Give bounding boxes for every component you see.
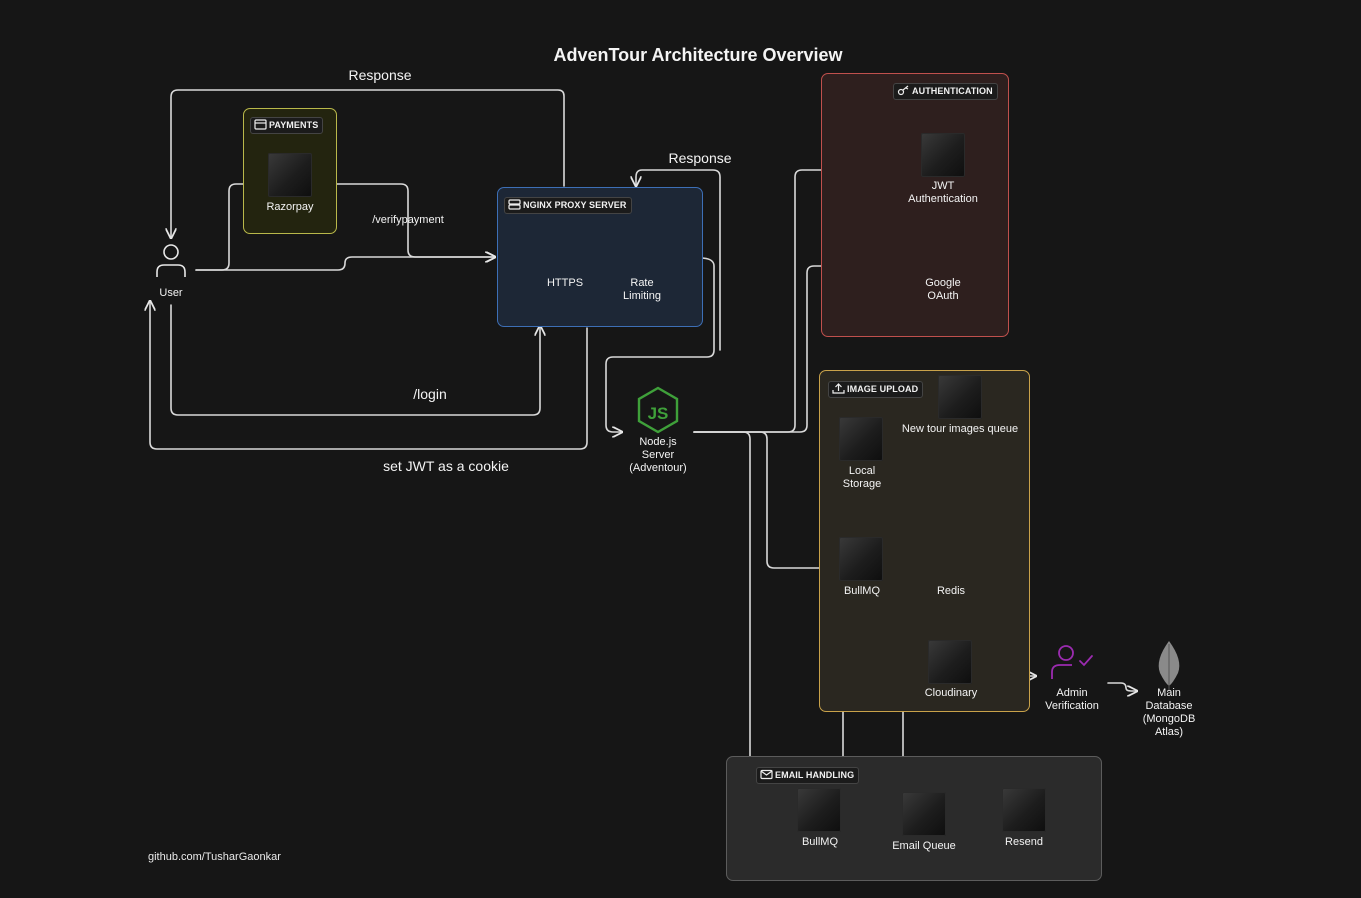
edge-node-google xyxy=(693,266,918,433)
email-queue-label: Email Queue xyxy=(892,840,956,852)
edge-admin-db xyxy=(1107,682,1137,691)
nodejs-label: Node.js Server (Adventour) xyxy=(629,436,687,474)
upload-icon xyxy=(832,383,845,394)
response-nginx-label: Response xyxy=(668,150,732,166)
image-upload-tag: IMAGE UPLOAD xyxy=(828,381,924,398)
authentication-tag: AUTHENTICATION xyxy=(893,83,998,100)
local-storage-icon xyxy=(839,417,883,461)
page-title: AdvenTour Architecture Overview xyxy=(553,45,843,65)
edge-set-jwt xyxy=(150,301,588,450)
bullmq-upload-label: BullMQ xyxy=(843,585,881,597)
set-jwt-label: set JWT as a cookie xyxy=(383,458,509,474)
jwt-icon xyxy=(921,133,965,177)
google-oauth-label: Google OAuth xyxy=(925,277,961,302)
main-database-label: Main Database (MongoDB Atlas) xyxy=(1142,687,1196,738)
bullmq-upload-icon xyxy=(839,537,883,581)
cloudinary-label: Cloudinary xyxy=(924,687,978,699)
razorpay-icon xyxy=(268,153,312,197)
edge-user-nginx xyxy=(195,257,495,271)
email-queue-icon xyxy=(902,792,946,836)
local-storage-label: Local Storage xyxy=(842,465,882,490)
edge-response-nginx xyxy=(605,257,715,432)
response-top-label: Response xyxy=(348,67,412,83)
key-icon xyxy=(897,85,909,96)
new-tour-queue-icon xyxy=(938,375,982,419)
new-tour-queue-label: New tour images queue xyxy=(901,423,1019,435)
user-label: User xyxy=(159,287,183,299)
resend-icon xyxy=(1002,788,1046,832)
svg-text:JS: JS xyxy=(648,404,669,423)
edge-login xyxy=(170,304,540,416)
nodejs-icon: JS xyxy=(637,386,679,434)
edge-node-bullmq-upload xyxy=(693,431,836,568)
bullmq-email-label: BullMQ xyxy=(801,836,839,848)
bullmq-email-icon xyxy=(797,788,841,832)
https-label: HTTPS xyxy=(546,277,584,289)
email-handling-tag: EMAIL HANDLING xyxy=(756,767,860,784)
payments-tag: PAYMENTS xyxy=(250,117,324,134)
verify-payment-label: /verifypayment xyxy=(372,214,444,226)
admin-verification-label: Admin Verification xyxy=(1045,687,1099,712)
github-link[interactable]: github.com/TusharGaonkar xyxy=(148,851,281,863)
cloudinary-icon xyxy=(928,640,972,684)
nginx-tag: NGINX PROXY SERVER xyxy=(504,197,632,214)
resend-label: Resend xyxy=(1005,836,1043,848)
server-icon xyxy=(508,199,521,210)
credit-card-icon xyxy=(254,119,267,130)
mongodb-leaf-icon xyxy=(1158,641,1180,690)
redis-label: Redis xyxy=(936,585,966,597)
login-label: /login xyxy=(413,386,447,402)
razorpay-label: Razorpay xyxy=(266,201,314,213)
mail-icon xyxy=(760,769,773,780)
admin-verification-icon xyxy=(1051,645,1093,679)
jwt-label: JWT Authentication xyxy=(908,180,978,205)
edge-response-to-user xyxy=(171,89,565,238)
user-icon xyxy=(156,244,186,277)
authentication-group xyxy=(821,73,1009,337)
rate-limiting-label: Rate Limiting xyxy=(623,277,661,302)
edge-node-up-response xyxy=(636,169,721,351)
